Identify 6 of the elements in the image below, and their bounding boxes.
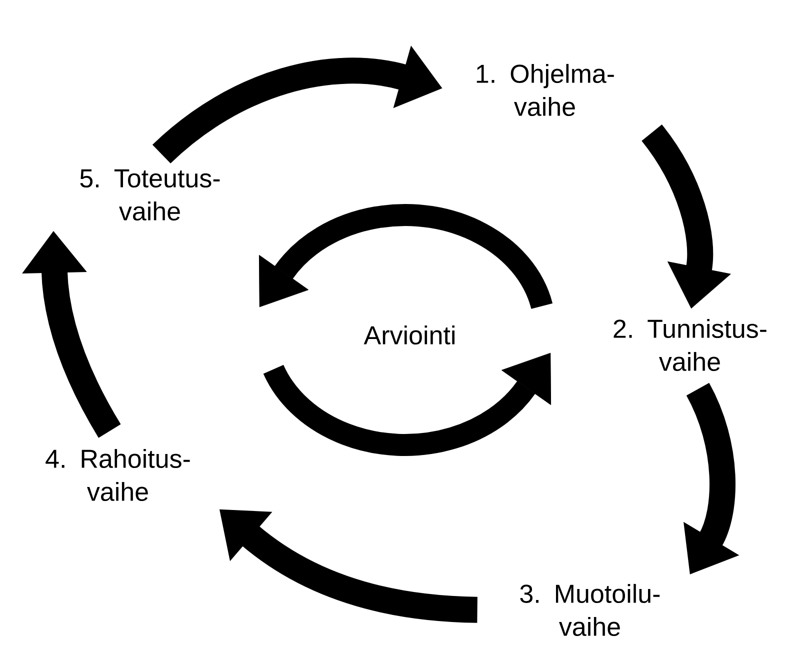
phase-label: 1. Ohjelma- vaihe xyxy=(476,64,614,116)
center-label: Arviointi xyxy=(364,325,454,345)
phase-label: 2. Tunnistus- vaihe xyxy=(614,318,766,372)
phase-label: 5. Toteutus- vaihe xyxy=(80,169,220,221)
phase-label: 4. Rahoitus- vaihe xyxy=(46,448,190,502)
phase-label: 3. Muotoilu- vaihe xyxy=(520,584,660,636)
